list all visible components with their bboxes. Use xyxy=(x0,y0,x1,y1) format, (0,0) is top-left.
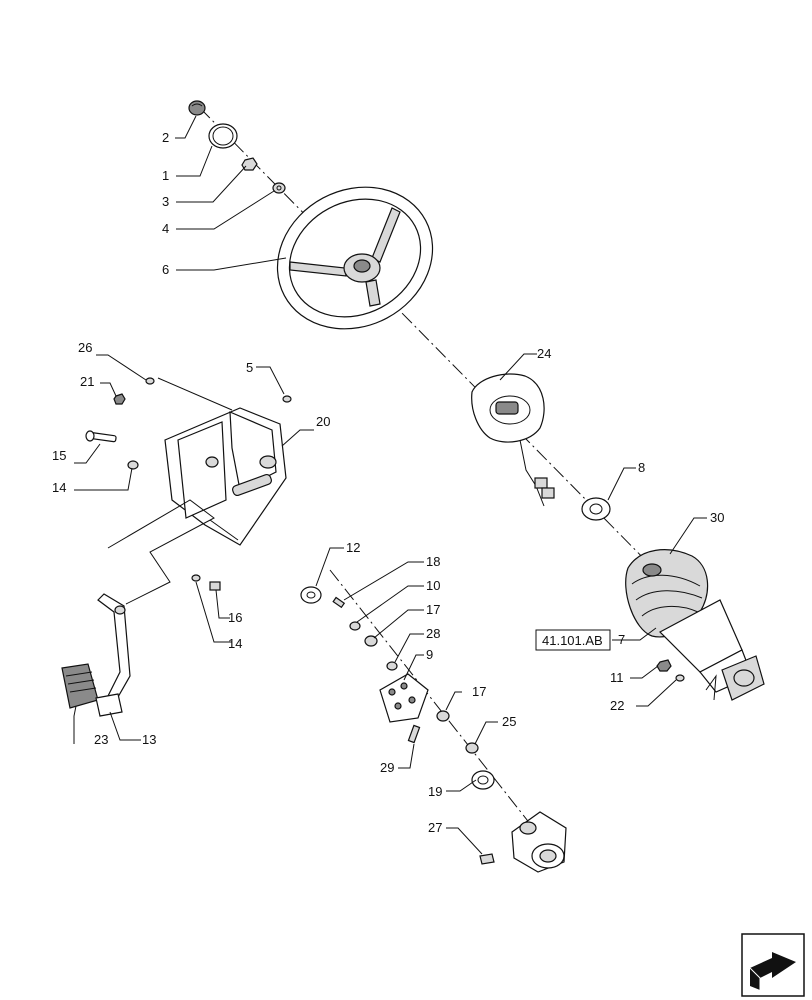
callout-13: 13 xyxy=(142,732,156,747)
part-25-washer xyxy=(465,742,479,754)
part-17-washer-upper xyxy=(364,635,378,647)
part-11-nut xyxy=(656,659,672,672)
part-8-seal xyxy=(581,497,611,521)
reference-label[interactable]: 41.101.AB xyxy=(542,633,603,648)
part-18-screw xyxy=(332,596,346,609)
part-27-label xyxy=(479,853,495,865)
callout-21: 21 xyxy=(80,374,94,389)
part-29-bolt xyxy=(407,724,421,744)
part-14-bushing xyxy=(127,460,201,582)
part-4-washer xyxy=(272,182,286,194)
leader-lines xyxy=(73,115,707,855)
callout-8: 8 xyxy=(638,460,645,475)
part-5-nut xyxy=(282,395,292,403)
part-1-ring xyxy=(208,123,238,149)
part-12-washer xyxy=(300,586,322,604)
callout-25: 25 xyxy=(502,714,516,729)
part-16-clip xyxy=(209,581,221,591)
part-22-washer xyxy=(675,674,685,682)
part-15-pin xyxy=(85,430,117,443)
callout-23: 23 xyxy=(94,732,108,747)
callout-11: 11 xyxy=(610,670,624,685)
part-24-column-cover xyxy=(471,373,555,507)
part-2-cap xyxy=(188,100,206,116)
callout-15: 15 xyxy=(52,448,66,463)
callout-6: 6 xyxy=(162,262,169,277)
part-10-washer xyxy=(349,621,361,631)
callout-26: 26 xyxy=(78,340,92,355)
callout-22: 22 xyxy=(610,698,624,713)
callout-17b: 17 xyxy=(472,684,486,699)
part-13-pedal-arm xyxy=(97,593,131,705)
callout-16: 16 xyxy=(228,610,242,625)
steering-unit xyxy=(511,811,567,873)
part-19-ring xyxy=(471,770,495,790)
callout-18: 18 xyxy=(426,554,440,569)
valve-axis-line xyxy=(329,569,536,831)
callout-3: 3 xyxy=(162,194,169,209)
callout-14b: 14 xyxy=(228,636,242,651)
callout-28: 28 xyxy=(426,626,440,641)
callout-17a: 17 xyxy=(426,602,440,617)
callout-labels: 2 1 3 4 6 26 21 5 20 15 14 16 14 23 13 2… xyxy=(52,130,724,835)
callout-2: 2 xyxy=(162,130,169,145)
part-6-steering-wheel xyxy=(276,186,434,330)
reference-link[interactable]: 41.101.AB xyxy=(535,629,611,651)
callout-10: 10 xyxy=(426,578,440,593)
callout-1: 1 xyxy=(162,168,169,183)
callout-19: 19 xyxy=(428,784,442,799)
callout-14a: 14 xyxy=(52,480,66,495)
part-26-washer xyxy=(145,377,155,385)
callout-24: 24 xyxy=(537,346,551,361)
next-page-arrow-icon[interactable] xyxy=(741,933,805,997)
callout-30: 30 xyxy=(710,510,724,525)
part-20-bracket xyxy=(164,407,287,546)
part-23-pedal-pad xyxy=(61,663,123,717)
callout-5: 5 xyxy=(246,360,253,375)
part-21-nut xyxy=(113,393,126,405)
part-7-steering-column xyxy=(659,599,765,701)
callout-7: 7 xyxy=(618,632,625,647)
callout-20: 20 xyxy=(316,414,330,429)
linkage-lines xyxy=(107,377,717,701)
part-9-valve-block xyxy=(379,673,429,723)
callout-4: 4 xyxy=(162,221,169,236)
part-28-oring xyxy=(386,661,398,671)
callout-29: 29 xyxy=(380,760,394,775)
callout-9: 9 xyxy=(426,647,433,662)
callout-12: 12 xyxy=(346,540,360,555)
part-17-washer-lower xyxy=(436,710,450,722)
callout-27: 27 xyxy=(428,820,442,835)
